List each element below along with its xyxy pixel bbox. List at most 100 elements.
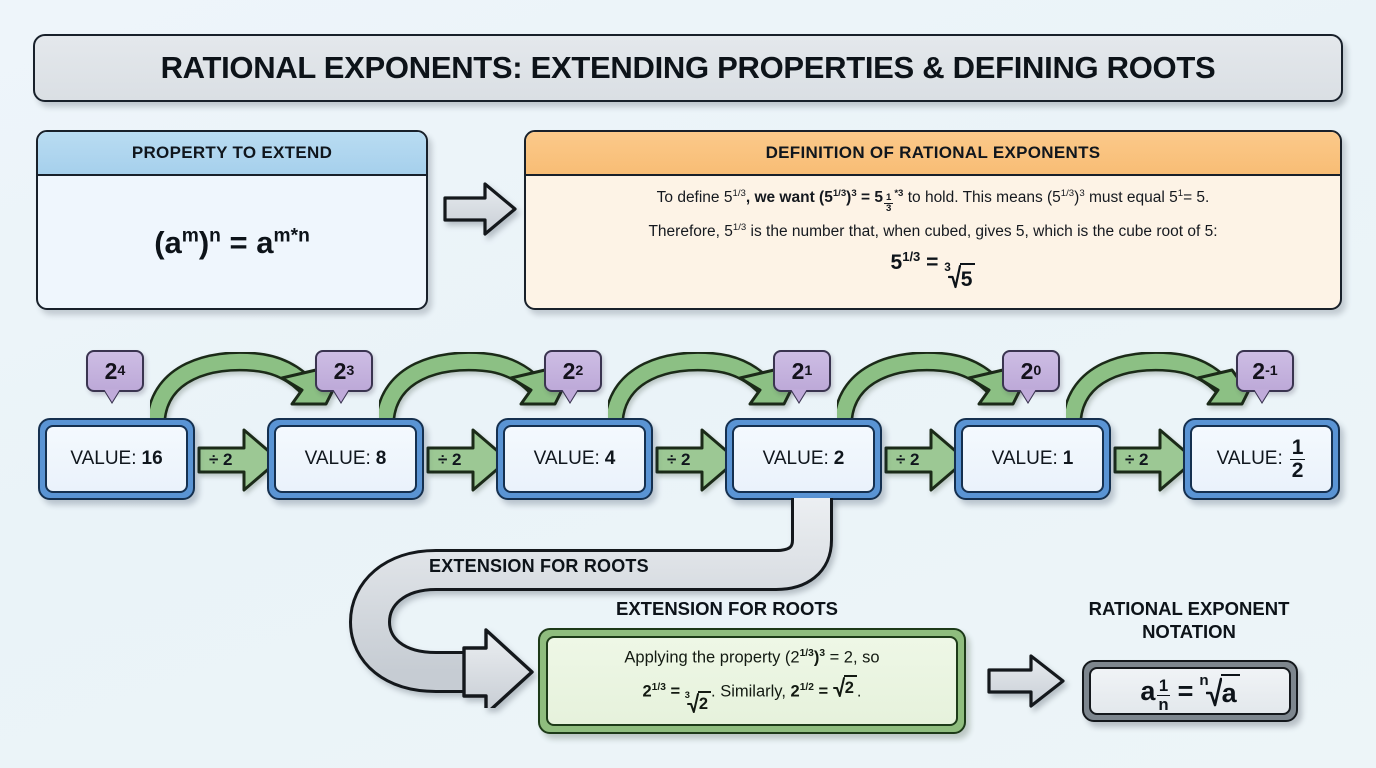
ext-l2-eq1: = [670,681,681,700]
badge-3-tail [562,389,578,402]
value-6-frac-num: 1 [1289,436,1306,460]
rational-exponent-notation-heading: RATIONAL EXPONENT NOTATION [1064,598,1314,643]
badge-2-base: 2 [333,357,347,384]
def-l1-c: ) [846,189,852,207]
ext-l2-root-index: 3 [684,689,690,700]
divide-label-4: ÷ 2 [896,450,920,469]
value-box-4: VALUE:2 [725,418,882,500]
badge-4-base: 2 [791,357,805,384]
prop-base-a2: a [256,224,274,260]
value-5-prefix: VALUE: [991,448,1058,469]
value-box-3-inner: VALUE:4 [503,425,646,493]
value-1-amount: 16 [141,448,163,469]
page-title: RATIONAL EXPONENTS: EXTENDING PROPERTIES… [33,34,1343,102]
value-box-1: VALUE:16 [38,418,195,500]
prop-result-exp: m*n [273,225,310,247]
def-l2-a: Therefore, 5 [648,222,733,240]
def-l1-exp-c: 3 [851,187,857,199]
value-1-prefix: VALUE: [70,448,137,469]
value-box-2-inner: VALUE:8 [274,425,417,493]
divide-label-5: ÷ 2 [1125,450,1149,469]
value-4-prefix: VALUE: [762,448,829,469]
value-6-prefix: VALUE: [1216,448,1283,469]
exponent-badge-6: 2-1 [1236,350,1294,402]
value-2-amount: 8 [375,448,387,469]
ext-l1-exp-a: 1/3 [799,648,814,660]
ext-l2-exp-b: 1/2 [799,681,814,693]
badge-1-tail [104,389,120,402]
value-box-5-inner: VALUE:1 [961,425,1104,493]
def-l1-f: to hold. This means (5 [903,189,1061,207]
notation-radicand: a [1220,673,1240,709]
page-title-text: RATIONAL EXPONENTS: EXTENDING PROPERTIES… [160,50,1216,85]
notation-base: a [1140,675,1156,706]
def-l1-b: , we want (5 [745,189,833,207]
def-l1-a: To define 5 [656,189,733,207]
def-l1-frac-num: 1 [883,192,894,204]
badge-1-base: 2 [104,357,118,384]
value-6-frac-den: 2 [1291,458,1304,482]
badge-3-base: 2 [562,357,576,384]
divide-arrow-icon-5 [1113,428,1197,492]
notation-heading-line-2: NOTATION [1142,620,1236,642]
badge-5-exp: 0 [1033,363,1042,379]
halving-arc-icon-5 [1066,352,1250,422]
property-formula: (am)n = am*n [154,224,310,260]
def-l1-g: ) [1074,189,1080,207]
def-concl-equals: = [926,251,939,275]
def-l1-exp-d: 1/3 [1060,187,1075,199]
ext-l2-b: 2 [790,681,800,700]
value-box-5: VALUE:1 [954,418,1111,500]
extension-for-roots-box: Applying the property (21/3)3 = 2, so 21… [538,628,966,734]
divide-arrow-icon-1 [197,428,281,492]
extension-for-roots-heading: EXTENSION FOR ROOTS [616,598,839,619]
badge-6-tail [1254,389,1270,402]
gray-right-arrow-icon-2 [987,654,1065,708]
value-5-amount: 1 [1062,448,1074,469]
badge-1-exp: 4 [117,363,126,379]
value-box-1-inner: VALUE:16 [45,425,188,493]
badge-4-exp: 1 [804,363,813,379]
property-panel-heading: PROPERTY TO EXTEND [38,132,426,176]
gray-right-arrow-icon [443,182,517,236]
notation-root-index: n [1199,671,1209,689]
divide-arrow-icon-3 [655,428,739,492]
badge-6-base: 2 [1252,357,1266,384]
value-2-prefix: VALUE: [304,448,371,469]
notation-equals: = [1177,675,1194,706]
def-concl-exp: 1/3 [902,249,921,265]
ext-l2-mid: . Similarly, [711,681,791,700]
s-connector-label: EXTENSION FOR ROOTS [429,556,649,576]
extension-s-connector-arrow-icon [348,498,833,708]
def-l1-exp-b: 1/3 [832,187,847,199]
ext-l2-a: 2 [642,681,652,700]
property-to-extend-panel: PROPERTY TO EXTEND (am)n = am*n [36,130,428,310]
prop-base-a: a [164,224,182,260]
divide-label-1: ÷ 2 [209,450,233,469]
def-concl-base: 5 [890,251,903,275]
divide-arrow-icon-2 [426,428,510,492]
divide-label-2: ÷ 2 [438,450,462,469]
definition-line-2: Therefore, 51/3 is the number that, when… [648,222,1217,242]
badge-6-exp: -1 [1265,363,1278,379]
def-l1-e: *3 [894,187,904,199]
def-l1-exp-f: 1 [1177,187,1184,199]
